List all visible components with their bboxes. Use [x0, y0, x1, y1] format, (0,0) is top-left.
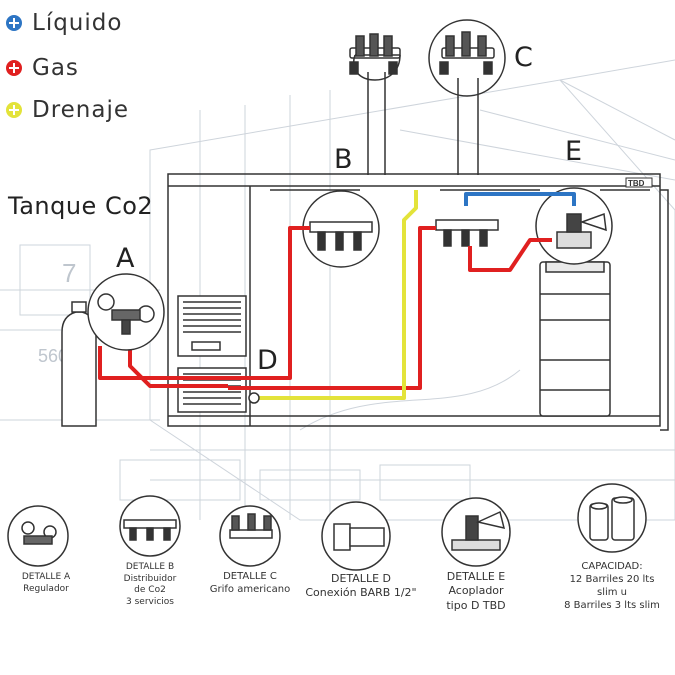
gas-line-manifold-feed: [228, 226, 436, 390]
compressor-grill-upper: [177, 295, 247, 357]
label-d: D: [257, 345, 278, 376]
plus-circle-icon: [6, 15, 22, 31]
gas-line-to-regulator-b: [128, 346, 228, 388]
caption-title: CAPACIDAD:: [581, 561, 643, 572]
legend-liquid: Líquido: [6, 8, 122, 38]
caption-detail-d: DETALLE D Conexión BARB 1/2": [300, 572, 422, 601]
drain-line: [254, 190, 418, 400]
liquid-line: [464, 192, 576, 206]
caption-capacity: CAPACIDAD: 12 Barriles 20 lts slim u 8 B…: [552, 560, 672, 612]
tower-c: [428, 19, 506, 175]
plus-circle-icon: [6, 60, 22, 76]
legend-liquid-label: Líquido: [32, 10, 123, 36]
manifold-right: [435, 219, 499, 247]
detail-d-thumbnail: [321, 501, 391, 571]
keg-e: [535, 187, 613, 417]
caption-title: DETALLE A: [21, 572, 71, 582]
background-number: 560: [38, 346, 68, 366]
caption-line: 8 Barriles 3 lts slim: [564, 600, 660, 611]
caption-line: Grifo americano: [209, 584, 291, 595]
caption-line: tipo D TBD: [446, 598, 506, 612]
detail-b-thumbnail: [119, 495, 181, 557]
barb-fitting-d: [248, 392, 260, 404]
caption-line: Acoplador: [448, 584, 504, 598]
caption-detail-a: DETALLE A Regulador: [2, 572, 90, 595]
caption-line: slim u: [596, 587, 628, 598]
caption-line: de Co2: [134, 585, 166, 596]
caption-line: Distribuidor: [123, 573, 177, 584]
caption-line: 12 Barriles 20 lts: [569, 574, 655, 585]
plus-circle-icon: [6, 102, 22, 118]
manifold-b-left: [302, 190, 380, 268]
legend-gas: Gas: [6, 53, 79, 83]
caption-detail-c: DETALLE C Grifo americano: [198, 570, 302, 596]
label-e: E: [565, 136, 583, 167]
detail-a-thumbnail: [7, 505, 69, 567]
regulator-a: [87, 273, 165, 351]
capacity-thumbnail: [577, 483, 647, 553]
detail-e-thumbnail: [441, 497, 511, 567]
label-a: A: [116, 243, 135, 274]
detail-c-thumbnail: [219, 505, 281, 567]
legend-drain: Drenaje: [6, 95, 129, 125]
caption-title: DETALLE C: [223, 571, 277, 582]
tbd-tag-box: [625, 177, 653, 188]
gas-line-to-keg: [468, 238, 552, 272]
caption-line: 3 servicios: [126, 597, 174, 608]
caption-title: DETALLE E: [446, 570, 506, 583]
caption-title: DETALLE B: [125, 562, 175, 572]
label-b: B: [334, 144, 353, 175]
caption-detail-b: DETALLE B Distribuidor de Co2 3 servicio…: [108, 562, 192, 609]
background-digit: 7: [62, 258, 76, 288]
legend-drain-label: Drenaje: [32, 97, 130, 123]
label-c: C: [514, 42, 533, 73]
tank-label: Tanque Co2: [8, 192, 154, 220]
legend-gas-label: Gas: [32, 55, 79, 81]
caption-line: Conexión BARB 1/2": [305, 586, 417, 600]
gas-line-main: [98, 226, 310, 380]
tower-b: [349, 33, 401, 175]
caption-detail-e: DETALLE E Acoplador tipo D TBD: [426, 570, 526, 613]
tbd-tag: TBD: [628, 179, 645, 188]
caption-title: DETALLE D: [331, 572, 391, 585]
caption-line: Regulador: [23, 583, 69, 594]
